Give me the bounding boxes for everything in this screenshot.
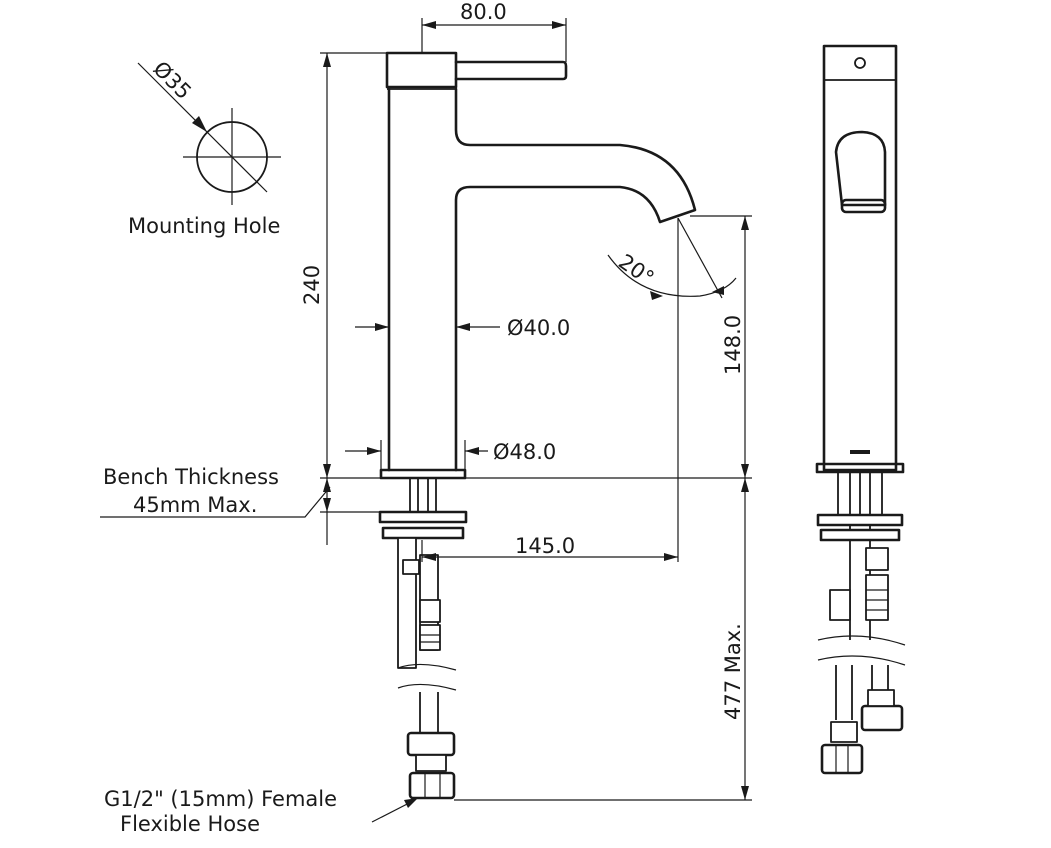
dimension-body-diameter: Ø40.0 xyxy=(355,316,570,340)
dimension-spout-angle: 20° xyxy=(607,217,737,300)
handle-cap xyxy=(385,51,458,89)
hose-length-label: 477 Max. xyxy=(721,623,745,720)
side-hose-nut-left xyxy=(829,589,851,621)
side-body xyxy=(822,44,898,472)
front-break-line-1 xyxy=(397,663,457,671)
side-spout-aerator xyxy=(840,198,887,214)
side-hose-nut-right xyxy=(865,574,889,621)
side-lower-nut-left xyxy=(820,743,864,775)
spout-reach-label: 145.0 xyxy=(515,534,575,558)
spout-angle-label: 20° xyxy=(614,249,658,290)
side-backnut-washer xyxy=(816,513,904,527)
backnut-plate xyxy=(381,526,465,540)
spout-height-label: 148.0 xyxy=(721,315,745,375)
mounting-hole-arrow xyxy=(192,116,207,132)
front-view xyxy=(378,51,697,800)
side-logo-mark xyxy=(850,450,870,454)
base-dia-label: Ø48.0 xyxy=(493,440,556,464)
hose-note-line2: Flexible Hose xyxy=(120,812,260,836)
bench-thickness-line1: Bench Thickness xyxy=(103,465,279,489)
hose-note: G1/2" (15mm) Female Flexible Hose xyxy=(104,787,418,836)
dimension-body-height: 240 xyxy=(300,52,387,479)
dimension-spout-height: 148.0 xyxy=(690,215,752,478)
dimension-spout-reach: 145.0 xyxy=(421,300,679,562)
hose-left xyxy=(397,537,417,669)
side-spout xyxy=(834,130,887,207)
side-break-line-2 xyxy=(817,655,906,666)
lower-hose-female-nut xyxy=(408,771,456,800)
mounting-hole-detail: Ø35 Mounting Hole xyxy=(128,57,281,238)
side-lower-collar-left xyxy=(830,721,858,743)
hose-nut-1 xyxy=(419,599,441,623)
bench-thickness-note: Bench Thickness 45mm Max. xyxy=(100,465,380,545)
hose-fitting-1 xyxy=(402,559,420,575)
side-view xyxy=(815,44,906,775)
bench-thickness-line2: 45mm Max. xyxy=(133,493,257,517)
body-height-label: 240 xyxy=(300,265,324,305)
mounting-hole-label: Mounting Hole xyxy=(128,214,280,238)
mounting-hole-dia-label: Ø35 xyxy=(148,57,196,105)
side-lower-nut-right xyxy=(860,704,904,732)
side-break-line-1 xyxy=(817,635,906,646)
dimension-base-diameter: Ø48.0 xyxy=(345,440,556,470)
side-backnut-plate xyxy=(819,528,901,542)
hose-note-line1: G1/2" (15mm) Female xyxy=(104,787,337,811)
front-break-line-2 xyxy=(397,683,457,691)
side-base xyxy=(815,462,905,474)
backnut-washer xyxy=(378,510,468,524)
handle-length-label: 80.0 xyxy=(460,0,507,24)
dimension-handle-length: 80.0 xyxy=(421,0,567,62)
hose-nut-2 xyxy=(419,624,441,651)
side-lower-collar-right xyxy=(867,689,895,707)
side-hose-fitting xyxy=(865,547,889,571)
tap-base xyxy=(379,468,467,480)
tap-body-outline xyxy=(387,87,697,472)
lower-hose-nut xyxy=(406,731,456,757)
dimension-hose-length: 477 Max. xyxy=(454,477,752,801)
side-lever-pivot xyxy=(854,57,866,69)
handle-lever xyxy=(454,60,568,81)
lower-hose-collar xyxy=(415,754,447,772)
body-dia-label: Ø40.0 xyxy=(507,316,570,340)
